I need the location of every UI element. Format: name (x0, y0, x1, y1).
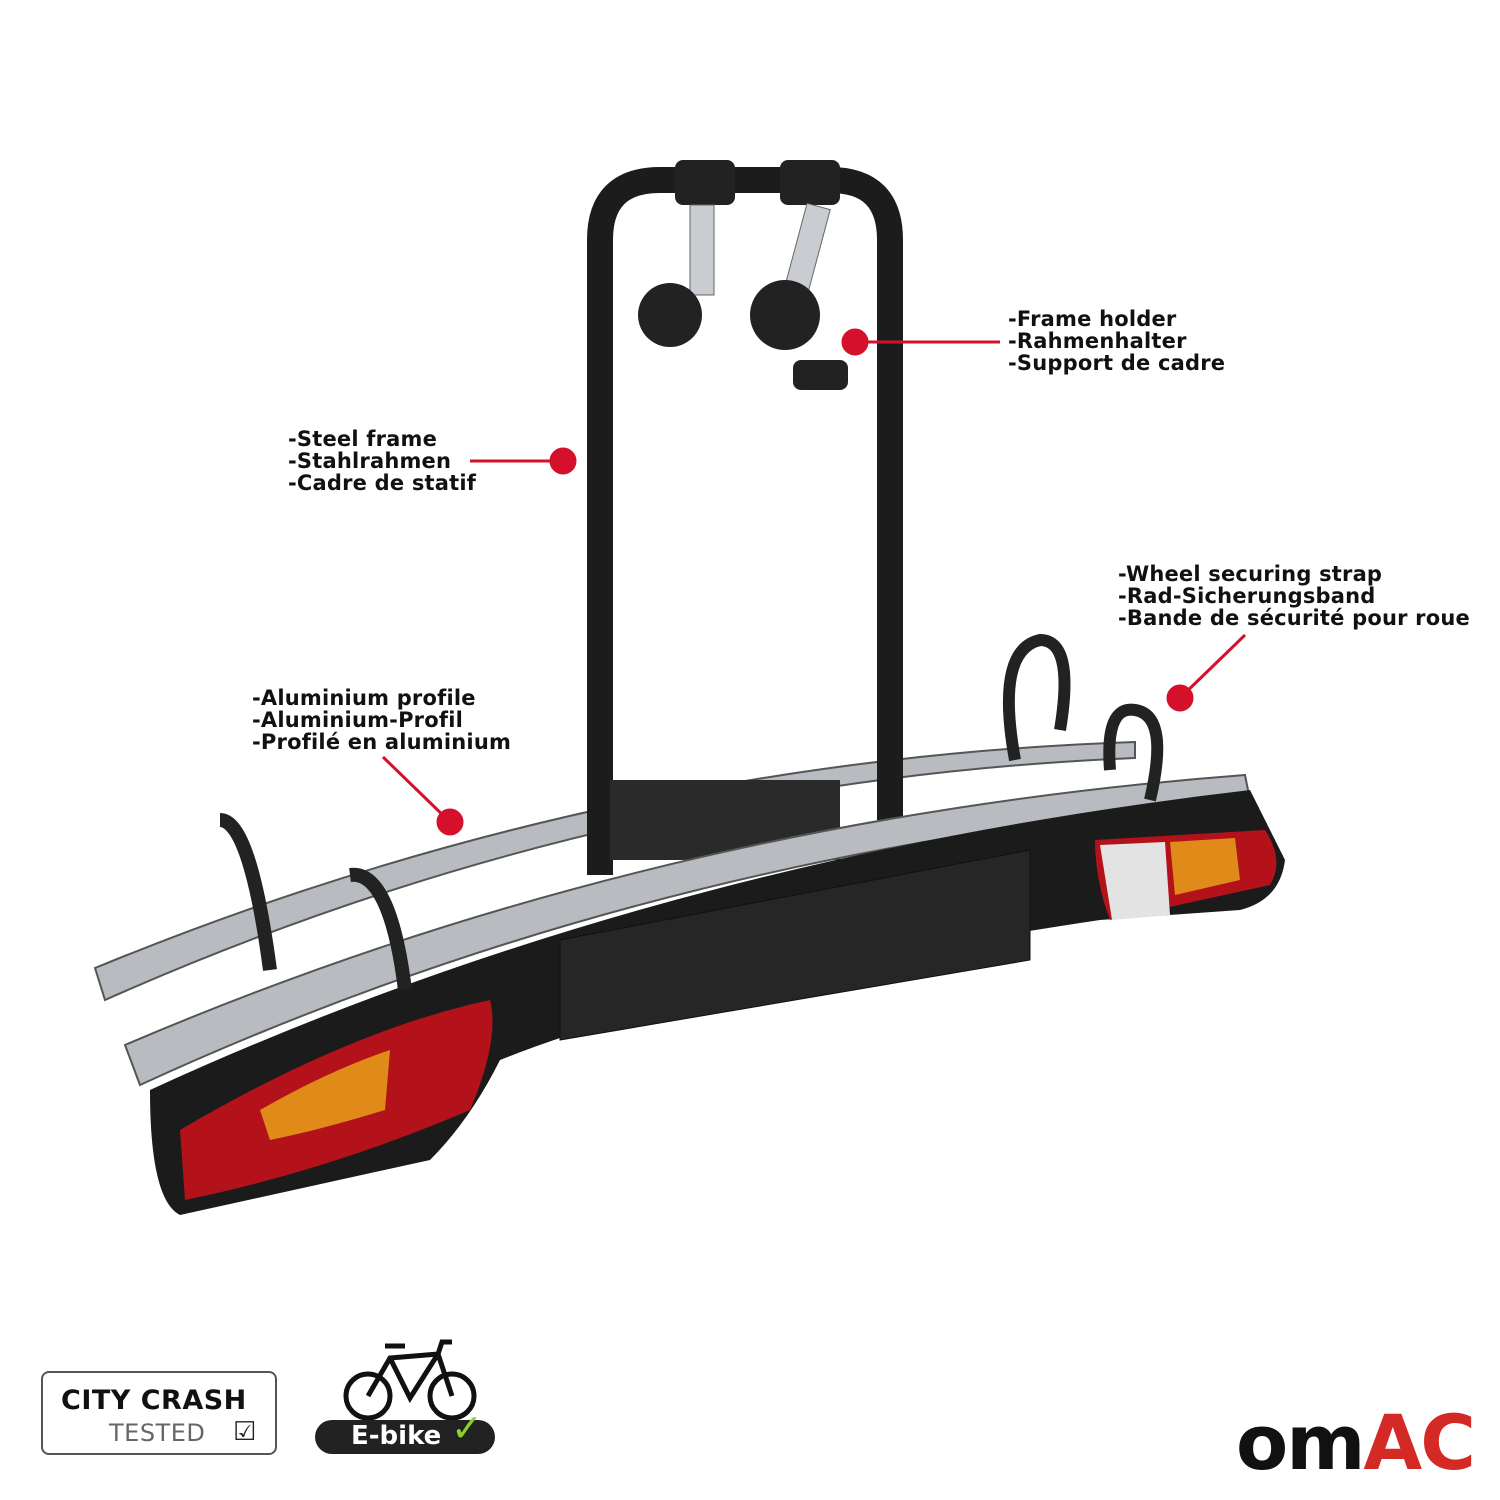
check-icon: ✓ (451, 1406, 483, 1450)
callout-text: -Aluminium-Profil (252, 708, 464, 732)
city-crash-tested-badge: CITY CRASH TESTED ☑ (41, 1371, 277, 1455)
callout-dot-wheel-strap (1166, 684, 1194, 712)
callout-line-aluminium-profile (381, 755, 452, 824)
callout-text: -Frame holder (1008, 307, 1177, 331)
bicycle-icon (343, 1339, 477, 1421)
badge-text: E-bike (351, 1421, 442, 1451)
ebike-badge: E-bike ✓ (315, 1336, 500, 1456)
callout-frame-holder: -Frame holder -Rahmenhalter -Support de … (1008, 308, 1225, 374)
check-circle-icon: ☑ (233, 1417, 257, 1447)
callout-text: -Bande de sécurité pour roue (1118, 606, 1470, 630)
frame-clamp (780, 160, 840, 205)
frame-clamp (675, 160, 735, 205)
wheel-strap (218, 813, 277, 971)
callout-text: -Aluminium profile (252, 686, 476, 710)
frame-holder-clamp (750, 280, 820, 350)
callout-text: -Wheel securing strap (1118, 562, 1383, 586)
wheel-strap (349, 867, 412, 991)
callout-text: -Steel frame (288, 427, 438, 451)
callout-line-wheel-strap (1178, 633, 1247, 700)
callout-text: -Profilé en aluminium (252, 730, 512, 754)
callout-text: -Stahlrahmen (288, 449, 452, 473)
callout-dot-aluminium-profile (436, 808, 464, 836)
frame-holder-clamp (638, 283, 702, 347)
rear-aluminium-rail (93, 740, 1136, 1002)
callout-text: -Support de cadre (1008, 351, 1226, 375)
wheel-strap (1103, 703, 1164, 802)
callout-text: -Cadre de statif (288, 471, 477, 495)
callout-wheel-strap: -Wheel securing strap -Rad-Sicherungsban… (1118, 563, 1470, 629)
callout-aluminium-profile: -Aluminium profile -Aluminium-Profil -Pr… (252, 687, 511, 753)
callout-steel-frame: -Steel frame -Stahlrahmen -Cadre de stat… (288, 428, 476, 494)
omac-logo: omAC (1236, 1398, 1476, 1487)
wheel-strap (1002, 633, 1071, 762)
badge-text: CITY CRASH (61, 1385, 247, 1416)
callout-text: -Rahmenhalter (1008, 329, 1187, 353)
steel-frame (587, 167, 903, 875)
callout-dot-steel-frame (549, 447, 577, 475)
callout-dot-frame-holder (841, 328, 869, 356)
callout-text: -Rad-Sicherungsband (1118, 584, 1376, 608)
badge-text: TESTED (109, 1419, 206, 1447)
